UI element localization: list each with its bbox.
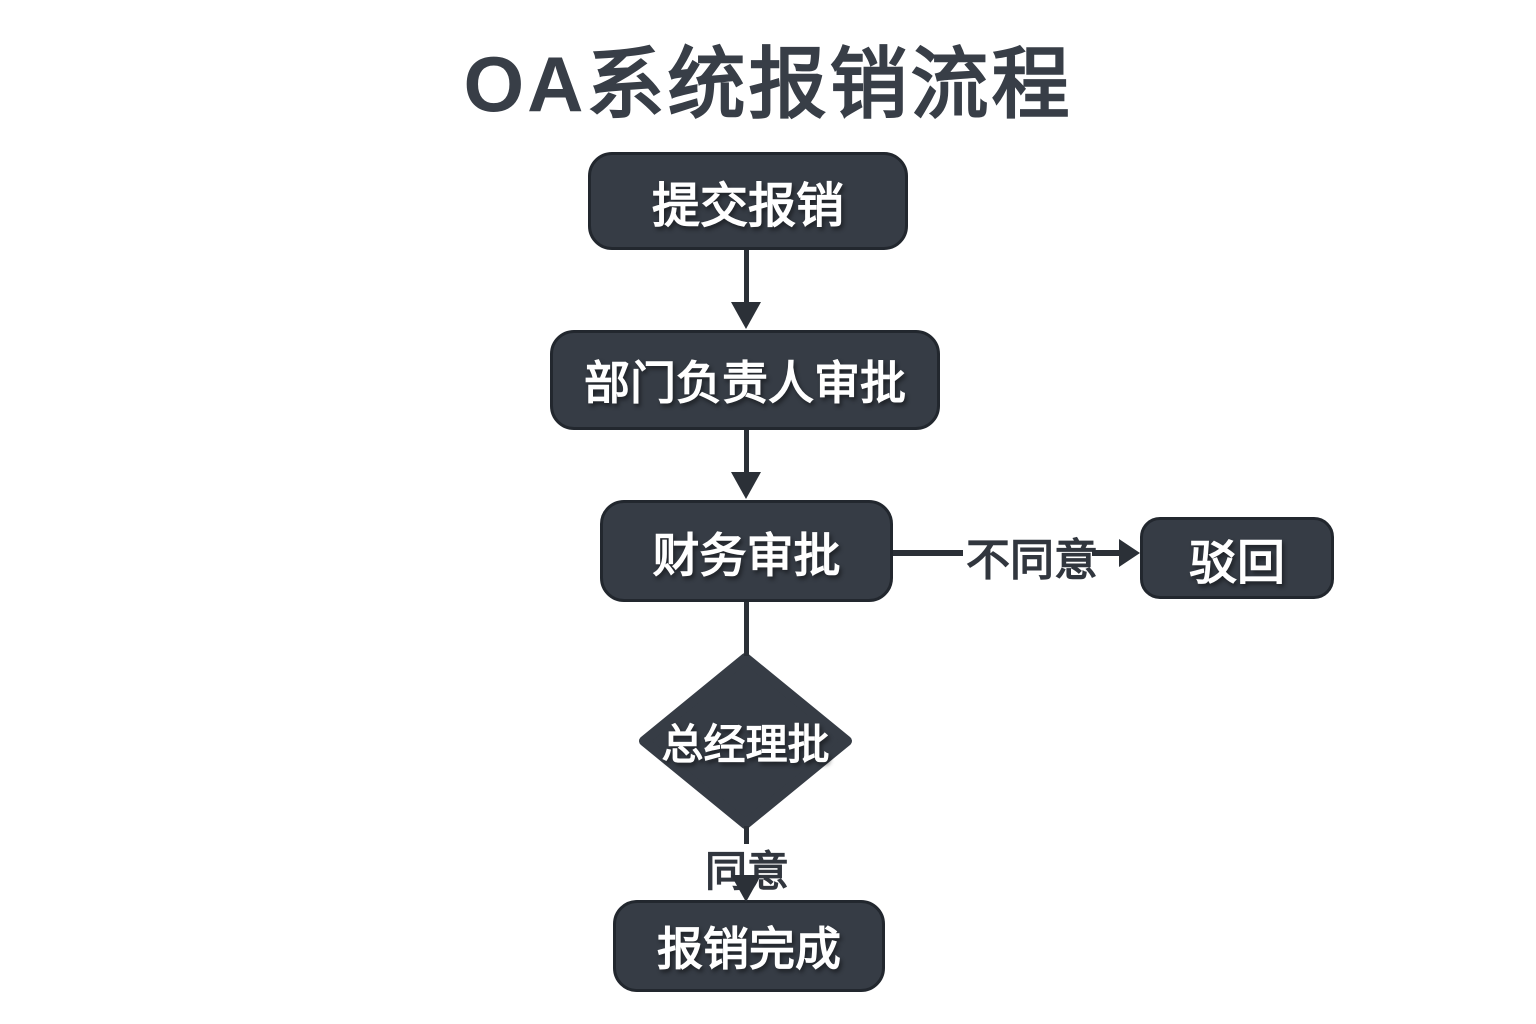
edge-label-disagree: 不同意 [966, 536, 1098, 585]
edge-submit-to-dept-line [744, 250, 749, 304]
node-reject-label: 驳回 [1188, 537, 1285, 590]
edge-disagree-to-reject-line [1092, 550, 1122, 556]
node-reimbursement-complete: 报销完成 [613, 900, 885, 992]
edge-dept-to-finance-line [744, 430, 749, 474]
page-title: OA系统报销流程 [463, 40, 1073, 128]
node-gm-approval-decision: 总经理批 [638, 652, 853, 830]
node-done-label: 报销完成 [657, 923, 841, 975]
edge-submit-to-dept-arrowhead-icon [731, 302, 761, 329]
node-submit-reimbursement: 提交报销 [588, 152, 908, 250]
node-department-head-approval: 部门负责人审批 [550, 330, 940, 430]
node-reject: 驳回 [1140, 517, 1334, 599]
edge-dept-to-finance-arrowhead-icon [731, 472, 761, 499]
edge-finance-to-reject-line [893, 550, 963, 556]
node-submit-label: 提交报销 [651, 180, 844, 233]
diamond-shape-icon [639, 653, 852, 829]
node-dept-label: 部门负责人审批 [584, 357, 906, 409]
edge-finance-to-gm-line [744, 602, 749, 656]
edge-gm-to-done-arrowhead-icon [731, 875, 761, 902]
edge-finance-to-reject-arrowhead-icon [1119, 539, 1140, 567]
node-finance-approval: 财务审批 [600, 500, 893, 602]
node-finance-label: 财务审批 [652, 528, 841, 582]
edge-gm-to-done-line [744, 826, 749, 844]
node-gm-label: 总经理批 [661, 720, 830, 768]
